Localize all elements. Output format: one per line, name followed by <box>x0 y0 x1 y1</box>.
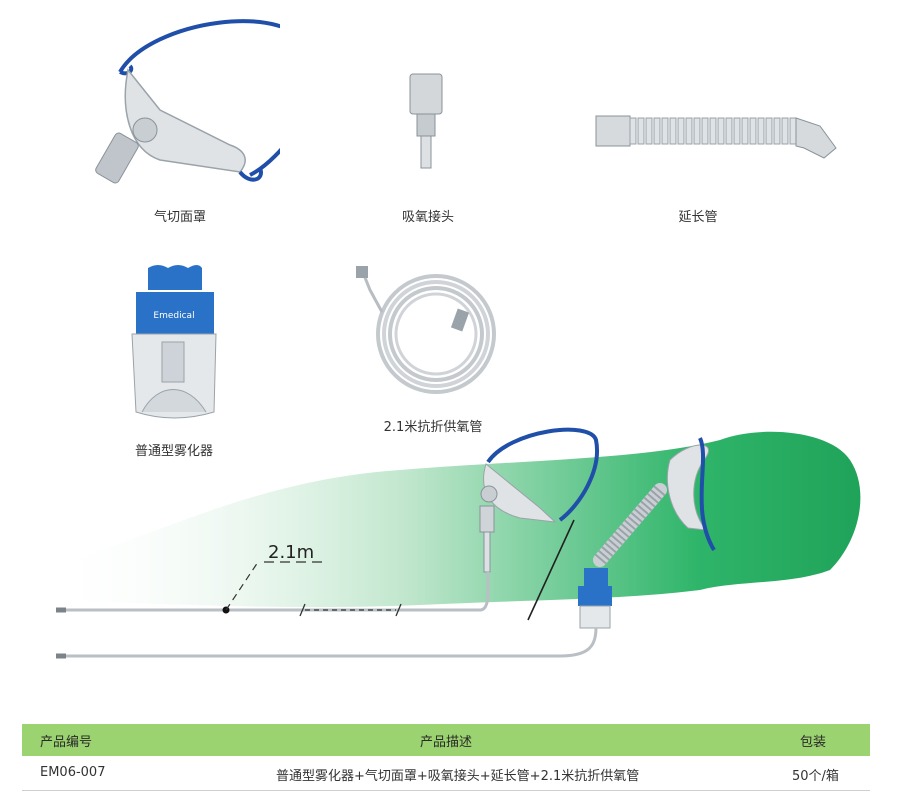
tracheostomy-mask-illustration <box>95 19 280 184</box>
table-row: EM06-007 普通型雾化器+气切面罩+吸氧接头+延长管+2.1米抗折供氧管 … <box>22 756 870 791</box>
extension-tube-illustration <box>595 115 837 159</box>
product-label-oxygen-connector: 吸氧接头 <box>401 210 454 225</box>
header-code: 产品编号 <box>40 735 93 750</box>
cell-packaging: 50个/箱 <box>792 769 839 784</box>
product-label-extension-tube: 延长管 <box>678 210 718 225</box>
product-label-nebulizer: 普通型雾化器 <box>134 444 213 459</box>
patient-usage-diagram: 2.1m <box>40 427 861 659</box>
nebulizer-brand-text: Emedical <box>153 311 194 321</box>
cell-code: EM06-007 <box>40 765 106 780</box>
oxygen-tube-coil-illustration <box>356 266 496 394</box>
table-header-row: 产品编号 产品描述 包装 <box>22 724 870 756</box>
cell-description: 普通型雾化器+气切面罩+吸氧接头+延长管+2.1米抗折供氧管 <box>276 769 640 784</box>
nebulizer-illustration: Emedical <box>131 265 217 419</box>
patient-silhouette <box>40 431 861 608</box>
header-packaging: 包装 <box>800 735 827 750</box>
oxygen-connector-illustration <box>409 73 443 169</box>
product-label-oxygen-tube: 2.1米抗折供氧管 <box>383 420 483 435</box>
product-label-trach-mask: 气切面罩 <box>153 210 206 225</box>
header-description: 产品描述 <box>420 735 473 750</box>
length-label: 2.1m <box>268 542 314 563</box>
